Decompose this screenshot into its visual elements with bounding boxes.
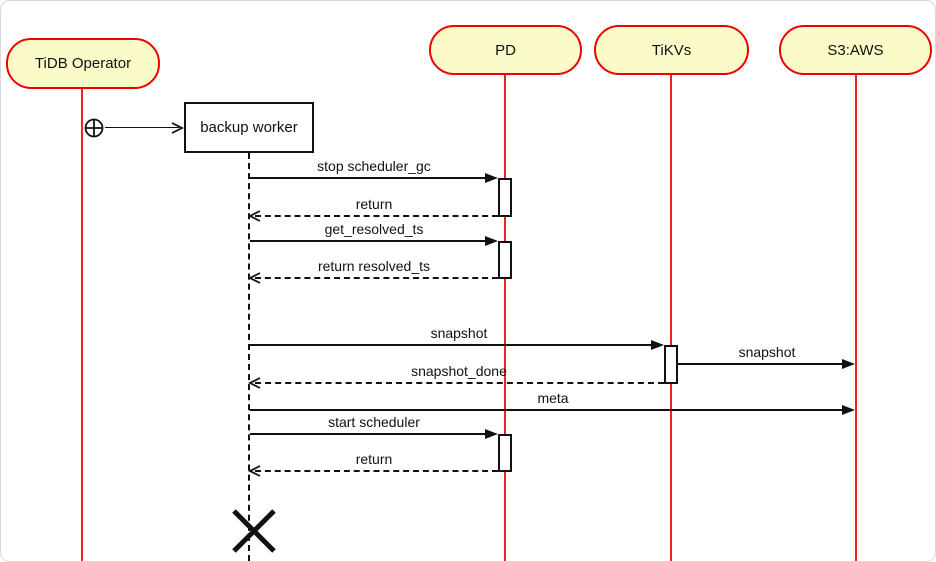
message-line-solid bbox=[250, 177, 486, 179]
message-line-dashed bbox=[255, 470, 498, 472]
open-arrowhead-icon bbox=[247, 465, 261, 477]
participant-backup-worker: backup worker bbox=[184, 102, 314, 153]
lifeline-tikvs bbox=[670, 75, 672, 561]
activation-pd-1 bbox=[498, 178, 512, 217]
participant-label: backup worker bbox=[200, 119, 298, 136]
lifeline-s3-aws bbox=[855, 75, 857, 561]
message-label: return bbox=[355, 196, 393, 212]
filled-arrowhead-icon bbox=[485, 173, 498, 183]
message-line-solid bbox=[250, 409, 843, 411]
circle-plus-icon bbox=[84, 118, 104, 138]
filled-arrowhead-icon bbox=[842, 359, 855, 369]
message-line-dashed bbox=[255, 382, 664, 384]
message-label: return resolved_ts bbox=[317, 258, 431, 274]
message-label: snapshot bbox=[738, 344, 796, 360]
filled-arrowhead-icon bbox=[842, 405, 855, 415]
message-line-solid bbox=[678, 363, 843, 365]
open-arrowhead-icon bbox=[247, 377, 261, 389]
lifeline-pd bbox=[504, 75, 506, 561]
open-arrowhead-icon bbox=[171, 122, 185, 134]
actor-s3-aws: S3:AWS bbox=[779, 25, 932, 75]
message-line-dashed bbox=[255, 215, 498, 217]
activation-tikvs bbox=[664, 345, 678, 384]
actor-label: PD bbox=[495, 41, 516, 59]
message-label: start scheduler bbox=[328, 414, 420, 430]
message-label: snapshot bbox=[430, 325, 488, 341]
actor-pd: PD bbox=[429, 25, 582, 75]
actor-label: TiKVs bbox=[651, 41, 692, 59]
lifeline-tidb-operator bbox=[81, 89, 83, 561]
actor-tidb-operator: TiDB Operator bbox=[6, 38, 160, 89]
message-label: return bbox=[355, 451, 393, 467]
message-line-solid bbox=[250, 433, 486, 435]
activation-pd-3 bbox=[498, 434, 512, 472]
message-line-solid bbox=[250, 344, 652, 346]
actor-label: S3:AWS bbox=[827, 41, 884, 59]
filled-arrowhead-icon bbox=[485, 236, 498, 246]
filled-arrowhead-icon bbox=[651, 340, 664, 350]
activation-pd-2 bbox=[498, 241, 512, 279]
message-label: stop scheduler_gc bbox=[317, 158, 431, 174]
x-cross-icon bbox=[232, 509, 276, 553]
message-label: snapshot_done bbox=[411, 363, 507, 379]
lifeline-backup-worker bbox=[248, 153, 250, 561]
actor-label: TiDB Operator bbox=[34, 55, 132, 72]
message-label: meta bbox=[537, 390, 569, 406]
actor-tikvs: TiKVs bbox=[594, 25, 749, 75]
message-line-solid bbox=[250, 240, 486, 242]
open-arrowhead-icon bbox=[247, 210, 261, 222]
open-arrowhead-icon bbox=[247, 272, 261, 284]
message-line-dashed bbox=[255, 277, 498, 279]
creation-line bbox=[105, 127, 179, 128]
filled-arrowhead-icon bbox=[485, 429, 498, 439]
message-label: get_resolved_ts bbox=[324, 221, 424, 237]
